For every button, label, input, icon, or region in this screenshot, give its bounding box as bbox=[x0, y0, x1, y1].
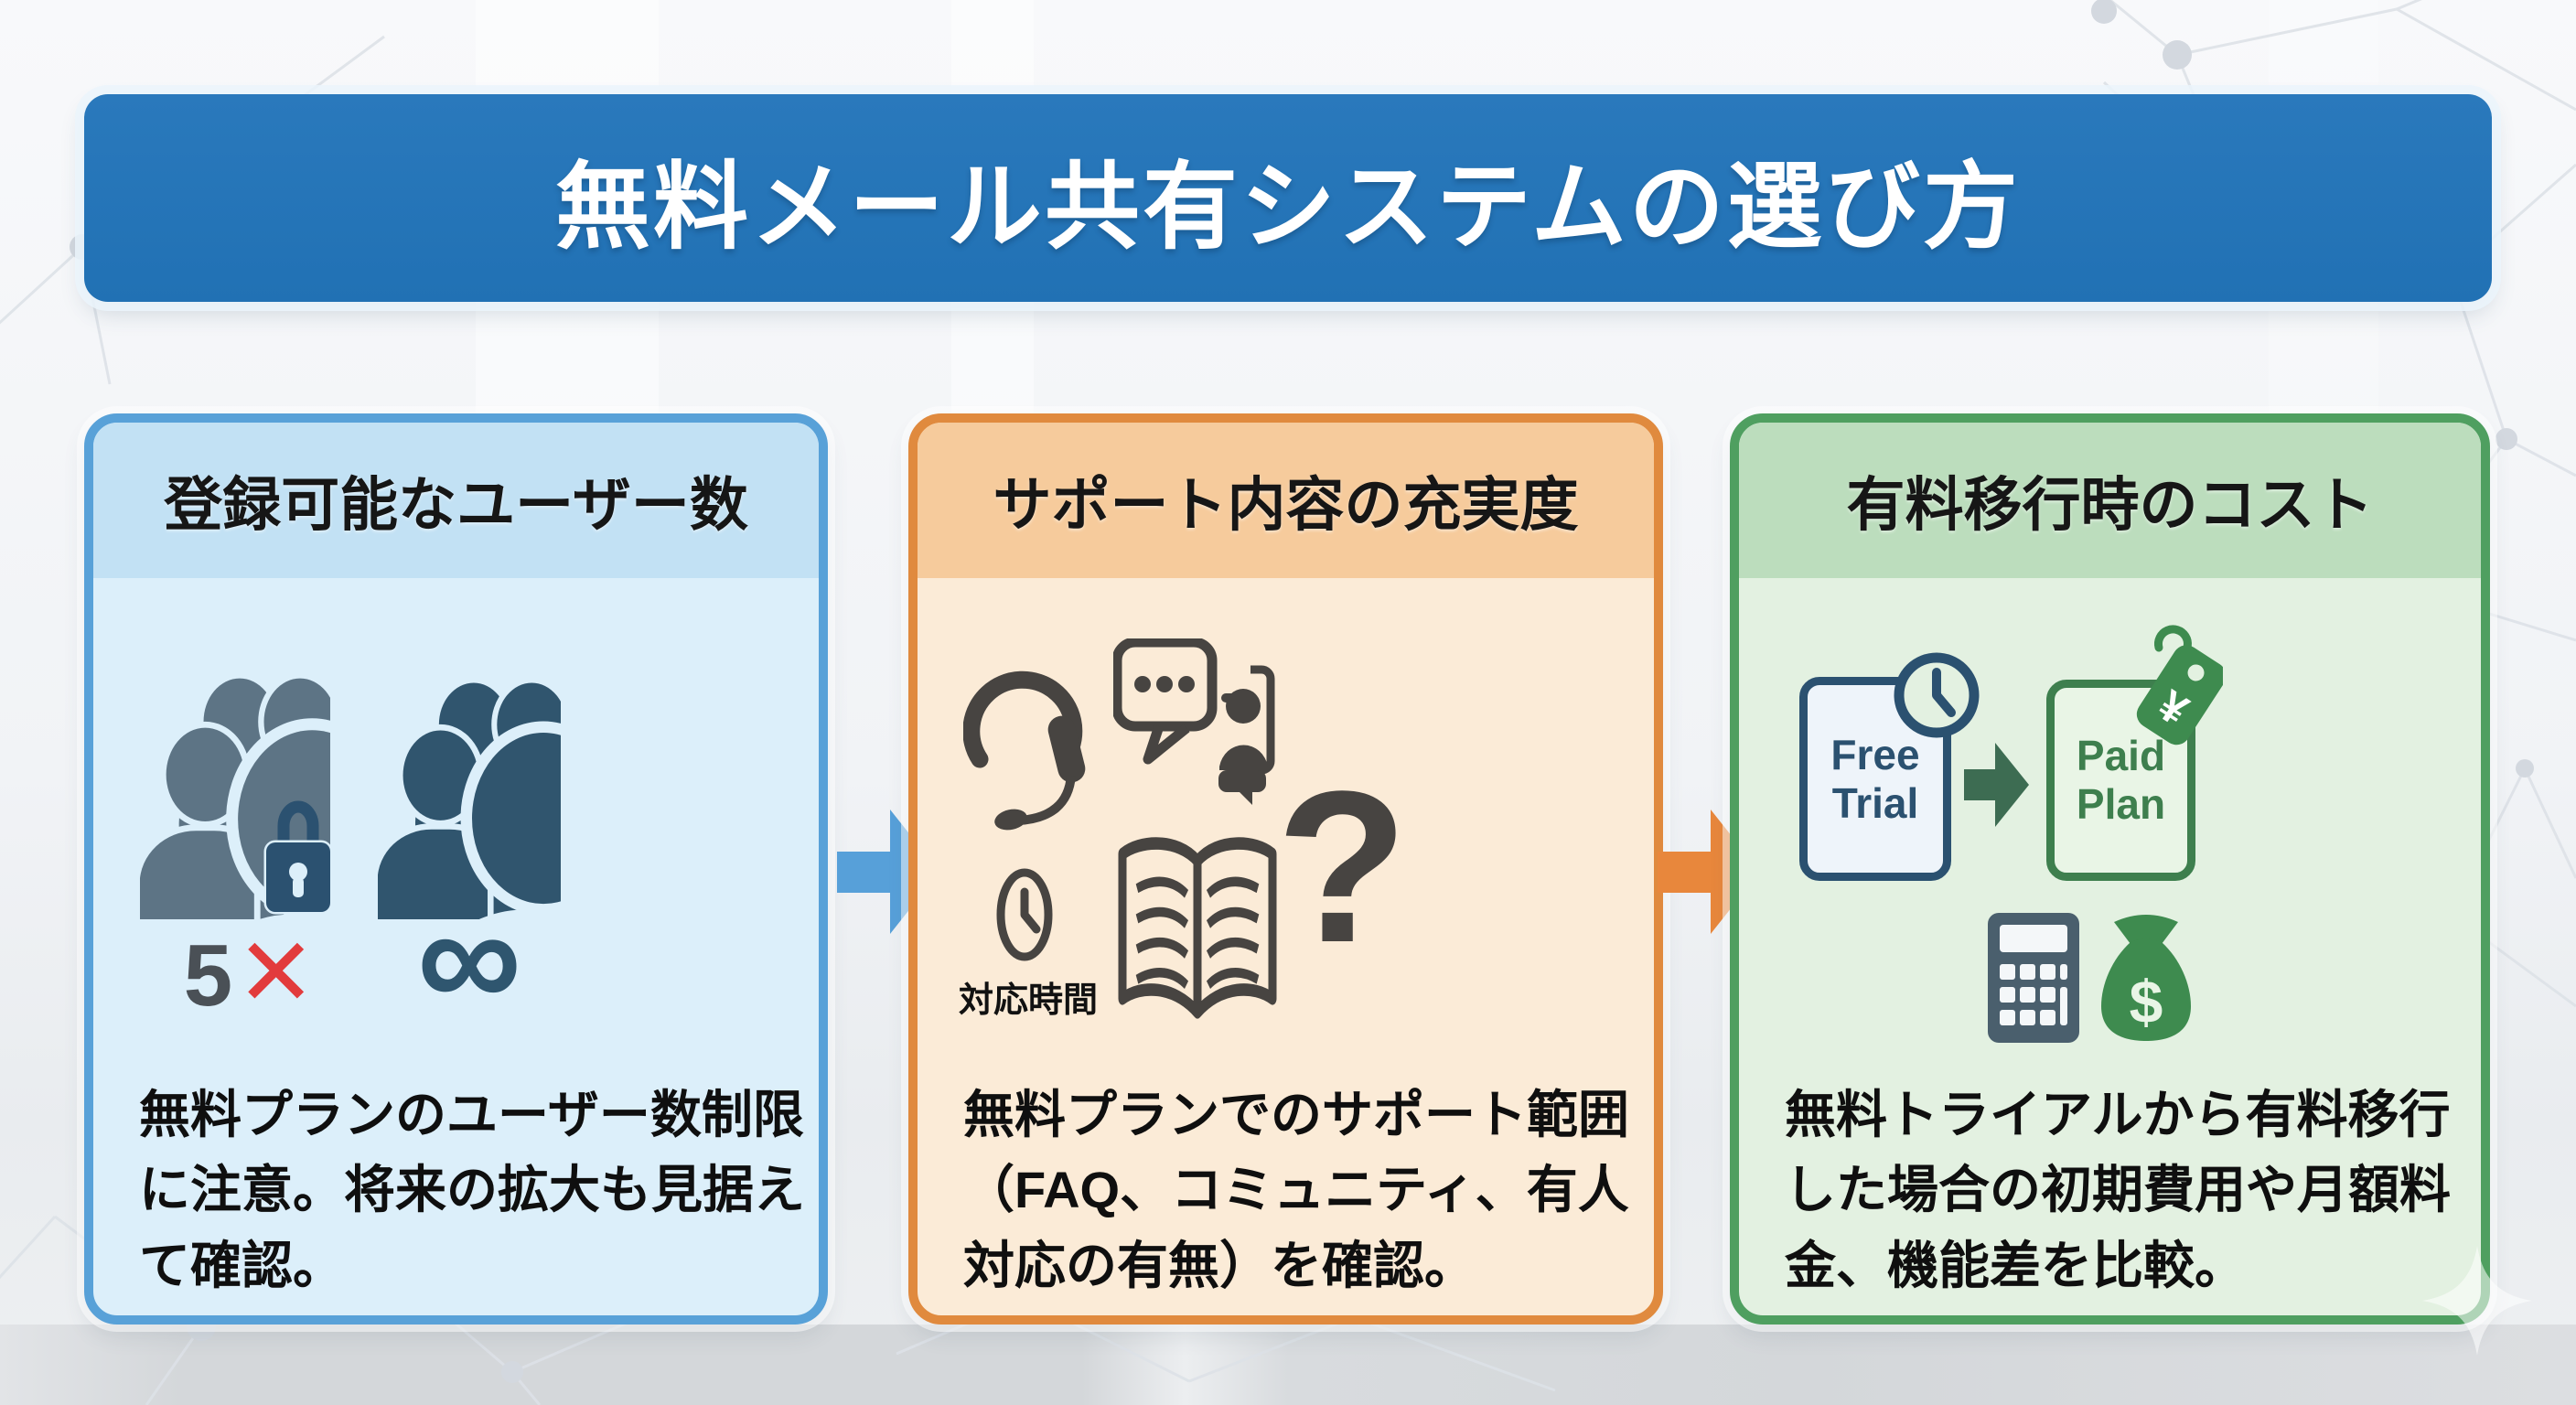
clock-caption: 対応時間 bbox=[958, 981, 1098, 1020]
question-mark: ? bbox=[1276, 746, 1409, 988]
card-support-description: 無料プランでのサポート範囲（FAQ、コミュニティ、有人対応の有無）を確認。 bbox=[963, 1086, 1629, 1294]
card-user-count-title: 登録可能なユーザー数 bbox=[164, 472, 748, 538]
background-desk-band bbox=[0, 1325, 2576, 1405]
limit-number: 5 bbox=[183, 927, 233, 1024]
card-user-count: 登録可能なユーザー数 5✕ ∞ 無料プランのユーザー数制限に注意。将来の拡大も見… bbox=[84, 413, 828, 1325]
card-cost-description: 無料トライアルから有料移行した場合の初期費用や月額料金、機能差を比較。 bbox=[1785, 1086, 2451, 1294]
card-support-header: サポート内容の充実度 bbox=[918, 423, 1654, 578]
clock-icon bbox=[996, 868, 1053, 961]
card-cost: 有料移行時のコスト Free Trial Paid Plan ¥ bbox=[1730, 413, 2490, 1325]
bag-currency: $ bbox=[2130, 968, 2163, 1035]
manual-book-icon bbox=[1118, 837, 1277, 1019]
chat-support-icon bbox=[1113, 638, 1275, 805]
infinity-icon: ∞ bbox=[416, 875, 522, 1039]
sparkle-watermark bbox=[2422, 1246, 2532, 1356]
cross-mark-icon: ✕ bbox=[236, 920, 317, 1026]
free-trial-label: Free Trial bbox=[1830, 730, 1920, 827]
card-cost-header: 有料移行時のコスト bbox=[1739, 423, 2481, 578]
user-limit-label: 5✕ bbox=[181, 917, 318, 1028]
headset-icon bbox=[963, 670, 1086, 831]
card-support-title: サポート内容の充実度 bbox=[993, 472, 1579, 538]
card-support: サポート内容の充実度 対応時間 bbox=[908, 413, 1663, 1325]
title-banner: 無料メール共有システムの選び方 bbox=[84, 94, 2492, 302]
card-cost-title: 有料移行時のコスト bbox=[1846, 472, 2374, 538]
paid-plan-label: Paid Plan bbox=[2076, 732, 2166, 828]
card-user-count-description: 無料プランのユーザー数制限に注意。将来の拡大も見据えて確認。 bbox=[139, 1086, 805, 1294]
lock-icon bbox=[263, 800, 333, 915]
card-user-count-header: 登録可能なユーザー数 bbox=[93, 423, 819, 578]
money-bag-icon: $ bbox=[2101, 915, 2191, 1041]
yen-price-tag-icon: ¥ bbox=[2136, 625, 2223, 745]
trial-clock-icon bbox=[1894, 652, 1980, 738]
upgrade-arrow-icon bbox=[1964, 743, 2029, 827]
page-title: 無料メール共有システムの選び方 bbox=[555, 155, 2021, 261]
calculator-icon bbox=[1988, 913, 2079, 1043]
paid-plan-box: Paid Plan bbox=[2046, 680, 2195, 881]
